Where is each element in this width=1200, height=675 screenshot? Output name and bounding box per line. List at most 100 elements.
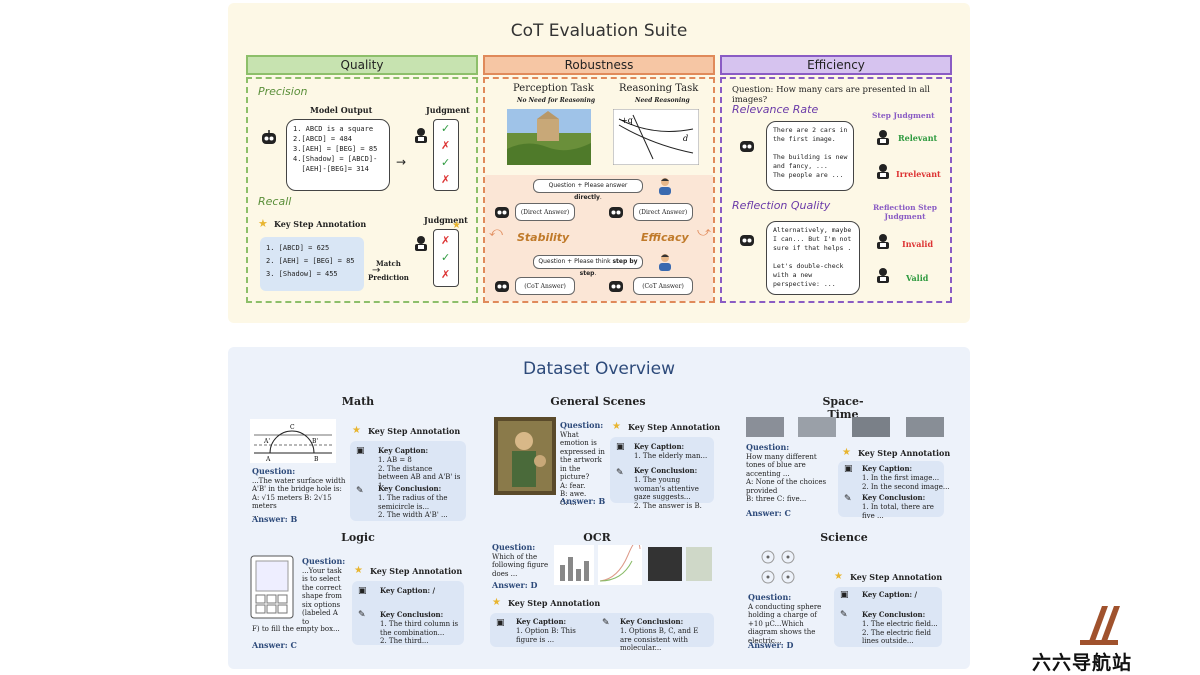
spacetime-conclusion-label: Key Conclusion: [862, 493, 926, 502]
human-icon [659, 254, 671, 271]
judge-icon [877, 234, 889, 249]
math-question-label: Question: [252, 466, 296, 476]
street-image [798, 417, 836, 437]
street-image [746, 417, 784, 437]
relevance-bubble: There are 2 cars in the first image. The… [766, 121, 854, 191]
logic-question-label: Question: [302, 556, 346, 566]
cot-evaluation-suite: CoT Evaluation Suite Quality Precision M… [228, 3, 970, 323]
judgment-label: Judgment [424, 215, 468, 225]
reflection-judgment-line1: Reflection Step [872, 203, 938, 212]
math-title: Math [341, 395, 375, 408]
arrow-right-icon: → [396, 155, 407, 169]
irrelevant-label: Irrelevant [896, 169, 941, 179]
logic-caption-label: Key Caption: / [380, 586, 436, 595]
invalid-label: Invalid [902, 239, 934, 249]
logic-puzzle-figure [250, 555, 294, 619]
math-key-step-label: Key Step Annotation [368, 426, 461, 436]
direct-prompt: Question + Please answer directly. [533, 179, 643, 201]
recall-judgment-box: ✗ ✓ ✗ ★ [433, 220, 461, 287]
logic-conclusion-label: Key Conclusion: [380, 610, 444, 619]
cot-answer-left: (CoT Answer) [515, 277, 575, 295]
street-image [852, 417, 890, 437]
check-icon: ✓ [441, 122, 451, 135]
judge-icon [415, 128, 427, 143]
quality-panel: Precision Model Output Judgment 1. ABCD … [246, 77, 478, 303]
cot-prompt-text: Question + Please think [538, 258, 613, 265]
efficiency-header: Efficiency [720, 55, 952, 75]
image-icon: ▣ [356, 446, 365, 456]
general-annotation-card: ▣ Key Caption: 1. The elderly man... ✎ K… [610, 437, 714, 510]
perception-task-label: Perception Task [513, 83, 594, 94]
direct-prompt-end: . [599, 194, 602, 201]
match-label: Match [376, 259, 401, 268]
general-question-text: What emotion is expressed in the artwork… [560, 430, 605, 482]
logic-question: Question: ...Your task is to select the … [302, 556, 346, 626]
spacetime-conclusion: 1. In total, there are five ... [862, 503, 934, 520]
logic-annotation-card: ▣ Key Caption: / ✎ Key Conclusion: 1. Th… [352, 581, 464, 645]
precision-judgment-box: ✓ ✗ ✓ ✗ [433, 119, 459, 191]
image-icon: ▣ [358, 586, 367, 596]
reasoning-icon: ✎ [602, 618, 610, 628]
spacetime-question: Question: How many different tones of bl… [746, 442, 830, 504]
reflection-judgment-line2: Judgment [884, 212, 926, 221]
science-question-label: Question: [748, 592, 792, 602]
ocr-question: Question: Which of the following figure … [492, 542, 550, 578]
watermark-logo-icon [1080, 606, 1120, 645]
reflection-quality-label: Reflection Quality [732, 199, 831, 212]
key-step-annotation-label: Key Step Annotation [274, 219, 367, 229]
robustness-flow: Question + Please answer directly. (Dire… [485, 175, 713, 301]
check-icon: ✓ [441, 251, 451, 264]
robustness-header: Robustness [483, 55, 715, 75]
reasoning-icon: ✎ [358, 610, 366, 620]
ocr-chart-figure [554, 545, 594, 585]
quality-header: Quality [246, 55, 478, 75]
star-icon: ★ [354, 565, 363, 576]
cot-prompt-bold: step by step [579, 258, 638, 277]
judgment-label: Judgment [426, 105, 470, 115]
spacetime-question-text: How many different tones of blue are acc… [746, 452, 817, 478]
watermark-text: 六六导航站 [1032, 652, 1133, 674]
logic-question-end: F) to fill the empty box... [252, 625, 340, 633]
suite-title: CoT Evaluation Suite [510, 21, 688, 41]
spacetime-options: A: None of the choices provided B: three… [746, 478, 827, 503]
ocr-question-label: Question: [492, 542, 536, 552]
valid-label: Valid [906, 273, 929, 283]
arrow-right-icon: → [372, 265, 381, 276]
math-answer: Answer: B [252, 514, 298, 524]
ocr-conclusion: 1. Options B, C, and E are consistent wi… [620, 627, 699, 652]
general-caption-label: Key Caption: [634, 442, 685, 451]
science-key-step-label: Key Step Annotation [850, 572, 943, 582]
robot-icon [740, 141, 754, 152]
cross-icon: ✗ [441, 173, 451, 186]
svg-text:B: B [314, 456, 319, 463]
relevance-rate-label: Relevance Rate [732, 103, 819, 116]
robot-icon [495, 207, 509, 218]
reasoning-diagram: d +q [613, 109, 699, 165]
logic-answer: Answer: C [252, 640, 297, 650]
spacetime-question-label: Question: [746, 442, 790, 452]
efficiency-panel: Question: How many cars are presented in… [720, 77, 952, 303]
ocr-conclusion-label: Key Conclusion: [620, 617, 684, 626]
ocr-micrograph-image [648, 547, 682, 581]
judge-icon [415, 236, 427, 251]
general-caption: 1. The elderly man... [634, 452, 708, 460]
general-options: A: fear. B: awe. C: ... [560, 481, 587, 507]
spacetime-key-step-label: Key Step Annotation [858, 448, 951, 458]
direct-answer-right: (Direct Answer) [633, 203, 693, 221]
spacetime-answer: Answer: C [746, 508, 791, 518]
science-question: Question: A conducting sphere holding a … [748, 592, 828, 645]
general-key-step-label: Key Step Annotation [628, 422, 721, 432]
prediction-label: Prediction [368, 273, 409, 282]
overview-title: Dataset Overview [522, 359, 675, 379]
perception-image [507, 109, 591, 165]
science-caption-label: Key Caption: / [862, 590, 918, 599]
ocr-caption: 1. Option B: This figure is ... [516, 627, 576, 644]
reflection-bubble: Alternatively, maybe I can... But I'm no… [766, 221, 860, 295]
reasoning-sub-label: Need Reasoning [635, 97, 690, 104]
ocr-curve-figure [598, 545, 642, 585]
direct-prompt-text: Question + Please answer [548, 182, 628, 189]
cot-prompt-end: . [594, 270, 597, 277]
math-caption-label: Key Caption: [378, 446, 429, 455]
star-icon: ★ [612, 421, 621, 432]
